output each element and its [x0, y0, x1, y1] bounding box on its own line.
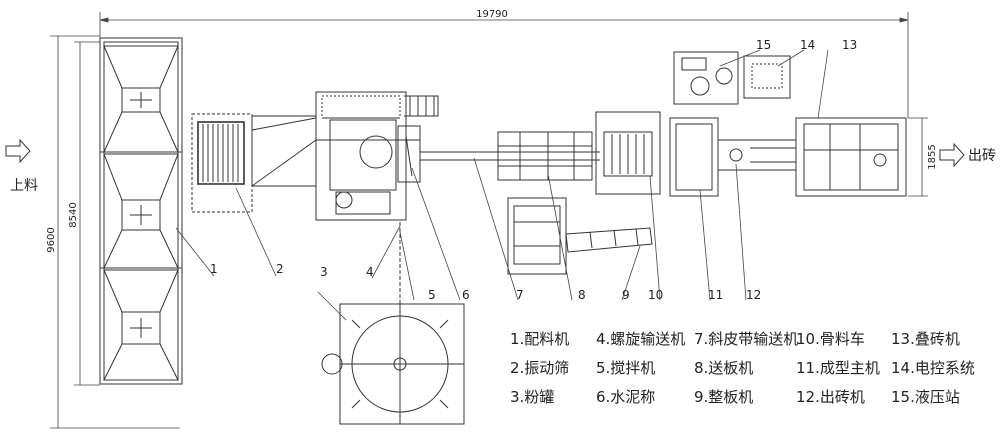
legend-item: 11.成型主机 [796, 359, 880, 377]
callout-10: 10 [648, 288, 663, 302]
callout-7: 7 [516, 288, 524, 302]
input-arrow [5, 138, 31, 164]
callout-12: 12 [746, 288, 761, 302]
legend-item: 12.出砖机 [796, 388, 865, 406]
callout-1: 1 [210, 262, 218, 276]
output-arrow [939, 142, 965, 168]
brick-output-machine [717, 139, 797, 171]
dim-inner-height: 8540 [68, 202, 79, 227]
callout-5: 5 [428, 288, 436, 302]
legend-item: 1.配料机 [510, 330, 570, 348]
callout-9: 9 [622, 288, 630, 302]
legend-item: 8.送板机 [694, 359, 754, 377]
input-label: 上料 [10, 178, 38, 194]
inclined-belt-conveyor [316, 139, 600, 161]
callout-11: 11 [708, 288, 723, 302]
mixer [315, 91, 439, 221]
callout-2: 2 [276, 262, 284, 276]
brick-stacker [795, 117, 907, 197]
board-feeder [497, 131, 593, 181]
callout-13: 13 [842, 38, 857, 52]
board-leveler [507, 197, 653, 275]
dimension-lines [50, 12, 928, 429]
callout-leaders [175, 49, 829, 321]
legend-item: 3.粉罐 [510, 388, 555, 406]
legend-item: 9.整板机 [694, 388, 754, 406]
callout-15: 15 [756, 38, 771, 52]
dim-exit-width: 1855 [927, 144, 938, 169]
output-label: 出砖 [968, 148, 996, 164]
callout-3: 3 [320, 265, 328, 279]
hydraulic-station [673, 51, 739, 105]
legend-item: 13.叠砖机 [891, 330, 960, 348]
callout-14: 14 [800, 38, 815, 52]
electric-control-system [743, 55, 791, 99]
callout-numbers: 1 2 3 4 5 6 7 8 9 10 11 12 13 14 15 [210, 38, 857, 302]
legend-item: 10.骨料车 [796, 330, 865, 348]
legend-item: 6.水泥称 [596, 388, 656, 406]
vibrating-screen [191, 113, 317, 213]
callout-8: 8 [578, 288, 586, 302]
powder-tank [321, 220, 465, 425]
legend-item: 7.斜皮带输送机 [694, 330, 799, 348]
callout-4: 4 [366, 265, 374, 279]
legend-item: 15.液压站 [891, 388, 960, 406]
legend-item: 2.振动筛 [510, 359, 570, 377]
forming-machine [595, 111, 719, 197]
legend-item: 14.电控系统 [891, 359, 975, 377]
batching-machine [99, 37, 183, 385]
legend-item: 4.螺旋输送机 [596, 330, 686, 348]
legend-item: 5.搅拌机 [596, 359, 656, 377]
dim-total-length: 19790 [476, 9, 508, 20]
legend: 1.配料机 4.螺旋输送机 7.斜皮带输送机 10.骨料车 13.叠砖机 2.振… [510, 328, 990, 407]
callout-6: 6 [462, 288, 470, 302]
dim-total-height: 9600 [46, 227, 57, 252]
